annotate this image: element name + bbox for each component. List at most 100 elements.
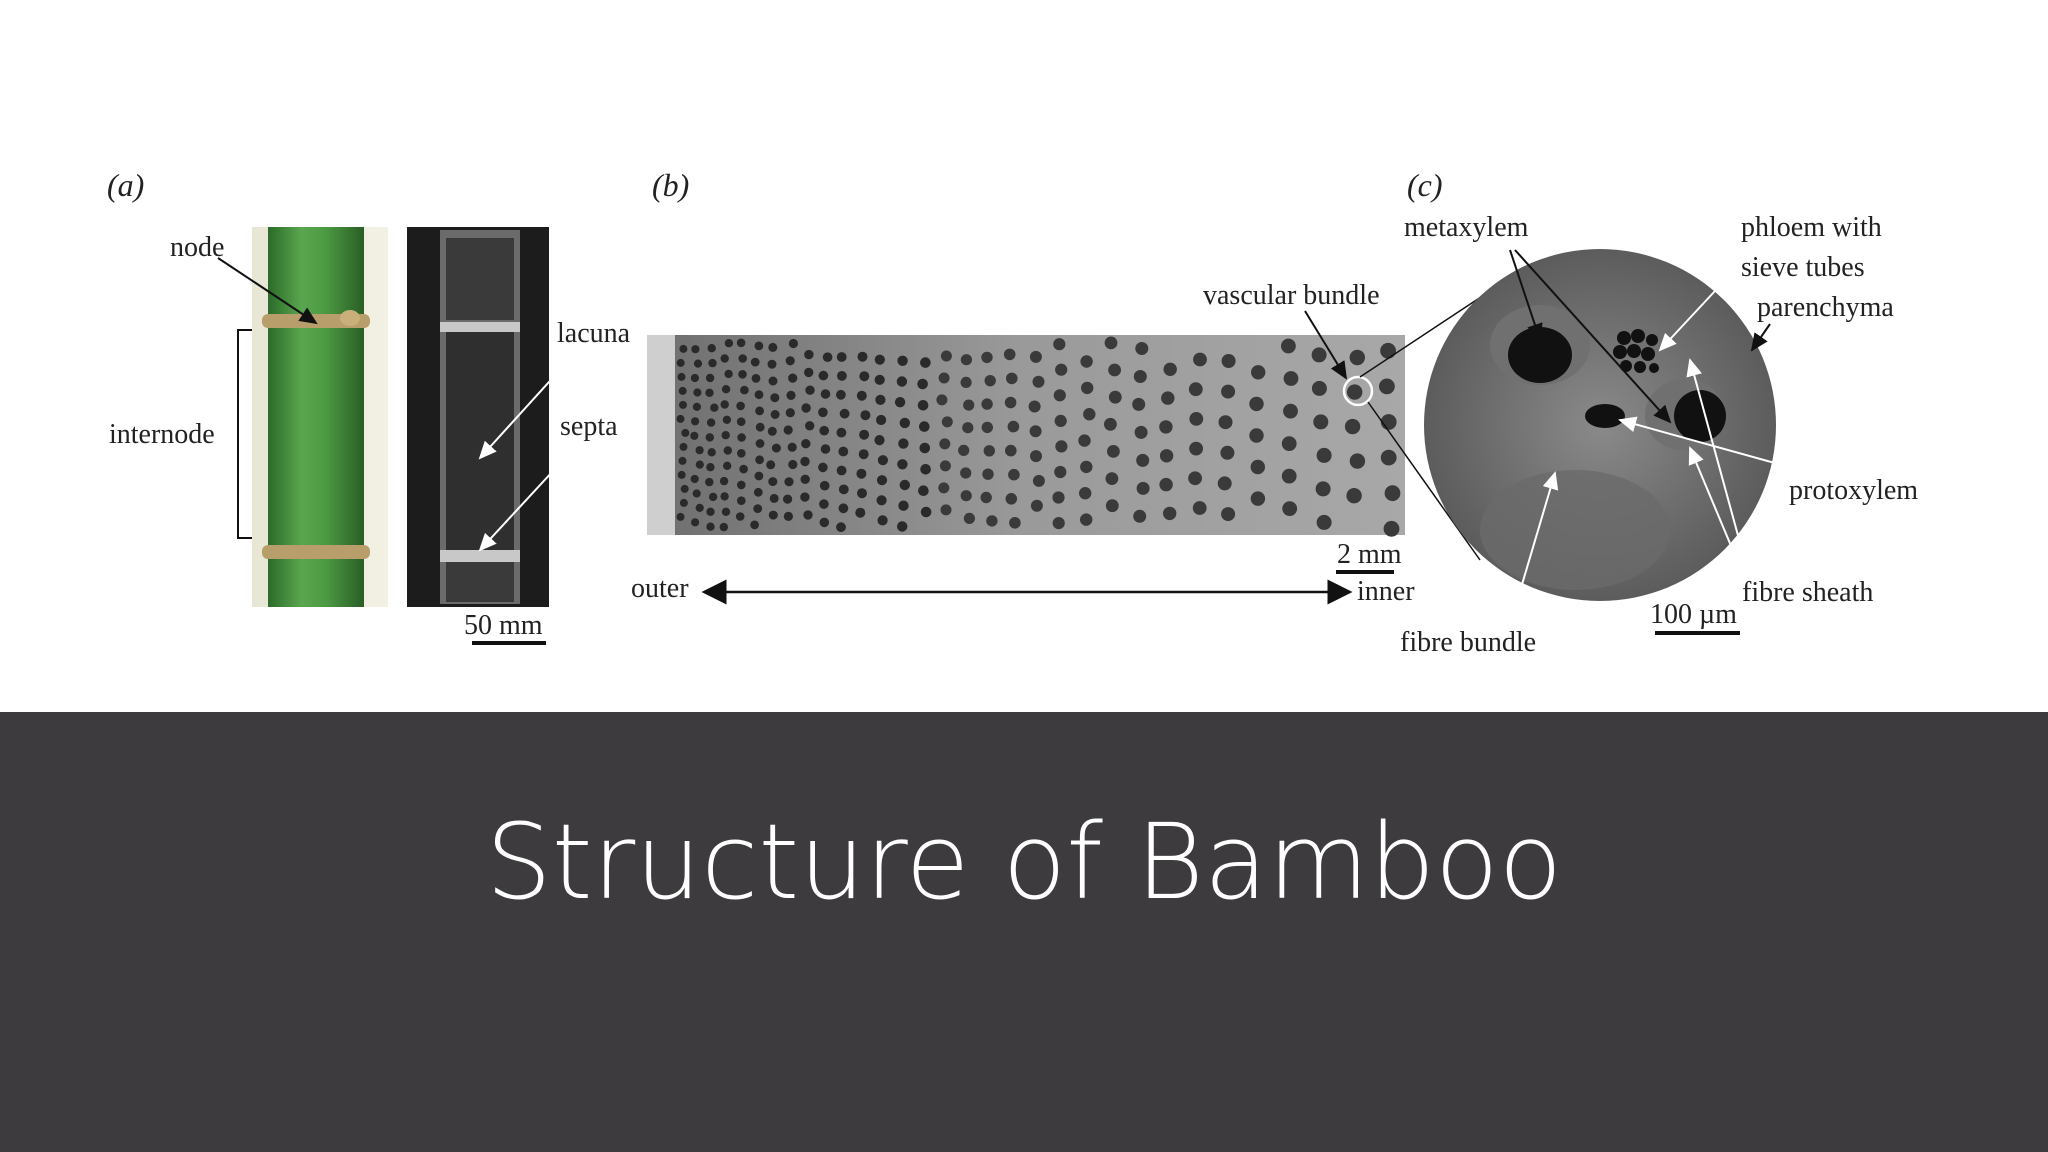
- vascular-bundle-dot: [783, 425, 793, 435]
- septa-arrow: [478, 443, 579, 552]
- vascular-bundle-dot: [783, 511, 794, 521]
- vascular-bundle-dot: [856, 468, 867, 479]
- vascular-bundle-dot: [984, 375, 996, 387]
- vascular-bundle-dot: [1250, 459, 1266, 475]
- vascular-bundle-dot: [706, 463, 715, 472]
- panel-c-scale-label: 100 µm: [1650, 599, 1737, 630]
- vascular-bundle-dot: [858, 449, 869, 460]
- vascular-bundle-dot: [876, 414, 887, 426]
- slide-title: Structure of Bamboo: [485, 801, 1563, 923]
- vascular-bundle-dot: [1032, 375, 1045, 388]
- vascular-bundle-dot: [899, 417, 910, 429]
- vascular-bundle-dot: [1380, 342, 1396, 359]
- vascular-bundle-dot: [695, 446, 704, 455]
- vascular-bundle-dot: [681, 428, 690, 437]
- vascular-bundle-dot: [940, 350, 952, 362]
- vascular-bundle-dot: [1055, 440, 1068, 453]
- vascular-bundle-dot: [723, 446, 732, 455]
- phloem-label-line1: phloem with: [1741, 212, 1882, 243]
- vascular-bundle-dot: [768, 342, 778, 352]
- vascular-bundle-dot: [1283, 371, 1299, 386]
- vascular-bundle-dot: [899, 479, 910, 491]
- figure-area: (a) node internode lacuna septa 50 mm (b…: [107, 167, 1919, 658]
- vascular-bundle-dot: [691, 518, 700, 527]
- vascular-bundle-dot: [770, 393, 780, 403]
- vascular-bundle-dot: [938, 372, 950, 384]
- vascular-bundle-dot: [1192, 501, 1207, 515]
- vascular-bundle-dot: [706, 418, 716, 427]
- vascular-bundle-dot: [939, 460, 951, 472]
- vascular-bundle-dot: [785, 408, 795, 418]
- vascular-bundle-dot: [919, 421, 930, 432]
- vascular-bundle-dot: [754, 471, 764, 481]
- vascular-bundle-dot: [1083, 408, 1096, 421]
- vascular-bundle-dot: [1316, 447, 1332, 463]
- vascular-bundle-dot: [1384, 485, 1401, 502]
- vascular-bundle-dot: [1108, 390, 1122, 404]
- vascular-bundle-dot: [1221, 507, 1236, 522]
- panel-c-label: (c): [1407, 167, 1443, 203]
- vascular-bundle-dot: [1004, 396, 1017, 409]
- vascular-bundle-dot: [750, 520, 759, 530]
- vascular-bundle-dot: [679, 442, 688, 451]
- vascular-bundle-dot: [1188, 382, 1203, 397]
- vascular-bundle-dot: [894, 397, 906, 408]
- vascular-bundle-dot: [877, 455, 889, 466]
- vascular-bundle-dot: [736, 401, 745, 411]
- vascular-bundle-dot: [1163, 506, 1177, 521]
- vascular-bundle-dot: [803, 510, 813, 520]
- vascular-bundle-dot: [676, 358, 685, 367]
- vascular-bundle-dot: [1052, 517, 1065, 530]
- protoxylem-label: protoxylem: [1789, 475, 1918, 506]
- vascular-bundle-dot: [1055, 363, 1068, 376]
- vascular-bundle-dot: [676, 414, 685, 423]
- vascular-bundle-dot: [1189, 441, 1203, 456]
- vascular-bundle-dot: [1282, 501, 1298, 516]
- vascular-bundle-dot: [1104, 336, 1118, 350]
- vascular-bundle-dot: [1311, 347, 1327, 363]
- vascular-bundle-dot: [804, 367, 814, 378]
- vascular-bundle-dot: [768, 510, 778, 520]
- vascular-bundle-dot: [736, 338, 746, 348]
- vascular-bundle-dot: [1349, 453, 1366, 469]
- vascular-bundle-highlight: [1342, 375, 1374, 407]
- vascular-bundle-dot: [897, 355, 908, 366]
- fibre-sheath-label: fibre sheath: [1742, 577, 1873, 608]
- vascular-bundle-dot: [1189, 412, 1204, 426]
- outer-label: outer: [631, 573, 689, 604]
- vascular-bundle-dot: [1281, 338, 1296, 354]
- vascular-bundle-dot: [940, 504, 952, 516]
- vascular-bundle-dot: [679, 498, 688, 507]
- vascular-bundle-dot: [1052, 491, 1065, 504]
- vascular-bundle-dot: [1379, 378, 1395, 395]
- vascular-bundle-dot: [963, 399, 975, 411]
- vascular-bundle-dot: [1136, 453, 1150, 467]
- vascular-bundle-dot: [980, 491, 992, 504]
- vascular-bundle-dot: [800, 456, 810, 467]
- vascular-bundle-dot: [1221, 384, 1236, 399]
- bamboo-structure-figure: (a) node internode lacuna septa 50 mm (b…: [107, 167, 1918, 658]
- vascular-bundle-dot: [875, 394, 886, 405]
- vascular-bundle-dot: [897, 459, 908, 470]
- lacuna-label: lacuna: [557, 318, 631, 349]
- vascular-bundle-dot: [679, 400, 687, 409]
- panel-b-scale-label: 2 mm: [1337, 539, 1402, 570]
- vascular-bundle-dot: [1005, 493, 1018, 505]
- vascular-bundle-dot: [920, 357, 931, 368]
- vascular-bundle-dot: [724, 339, 734, 348]
- vascular-bundle-dot: [771, 443, 781, 453]
- lacuna-arrow: [478, 349, 579, 460]
- vascular-bundle-dot: [693, 388, 702, 397]
- protoxylem-arrow: [1618, 416, 1801, 471]
- vascular-bundles: [676, 336, 1401, 537]
- vascular-bundle-dot: [707, 344, 716, 353]
- vascular-bundle-dot: [836, 522, 846, 533]
- vascular-bundle-dot: [1163, 362, 1177, 376]
- vascular-bundle-dot: [960, 376, 972, 388]
- vascular-bundle-dot: [755, 406, 764, 416]
- vascular-bundle-dot: [786, 390, 796, 400]
- vascular-bundle-dot: [917, 378, 928, 390]
- vascular-bundle-dot: [768, 376, 778, 386]
- metaxylem-arrow-1: [1509, 249, 1543, 342]
- vascular-bundle-dot: [1053, 389, 1066, 402]
